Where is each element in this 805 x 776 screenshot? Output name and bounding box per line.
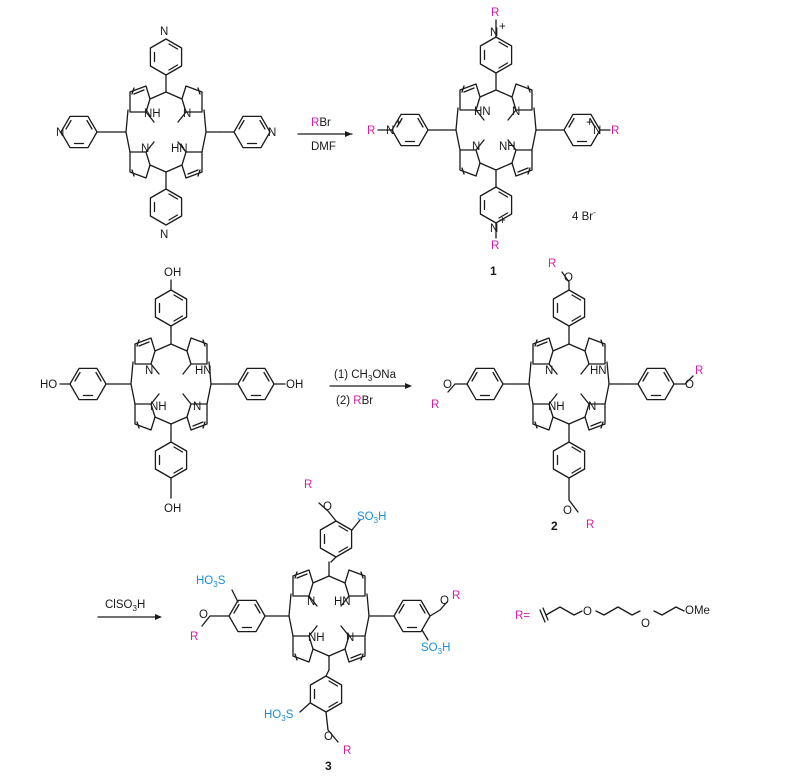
so3h-right: SO3H xyxy=(421,642,450,656)
n-plus-bottom: N xyxy=(490,223,498,235)
product-2: O R O R O R O R HN NH N N 2 xyxy=(431,258,703,533)
ho-left: HO xyxy=(40,379,57,391)
ether-o-left: O xyxy=(199,609,208,621)
r-top: R xyxy=(491,7,499,19)
pyridine-n-right: N xyxy=(268,127,276,139)
r-group-definition: R= O O OMe xyxy=(515,605,710,630)
r-bottom: R xyxy=(491,240,499,252)
oh-top: OH xyxy=(164,267,181,279)
reagent-rbr: RBr xyxy=(311,117,331,129)
nh-label: NH xyxy=(499,141,516,153)
so3h-top: SO3H xyxy=(357,511,386,525)
pyridine-n-top: N xyxy=(160,26,168,38)
plus-left: + xyxy=(395,117,402,129)
r-equals: R= xyxy=(515,610,530,622)
n-label: N xyxy=(141,143,149,155)
n-plus-top: N xyxy=(490,27,498,39)
n-label: N xyxy=(512,106,520,118)
n-label: N xyxy=(545,365,553,377)
tetrahydroxyphenylporphyrin-start: OH OH HO OH HN NH N N xyxy=(40,267,303,515)
tetrapyridylporphyrin-start: N N N N NH HN N N xyxy=(56,26,276,241)
ether-o-right: O xyxy=(440,595,449,607)
ether-o-2: O xyxy=(641,618,650,630)
r-bottom: R xyxy=(586,519,594,531)
compound-number-2: 2 xyxy=(551,519,558,533)
n-label: N xyxy=(183,108,191,120)
nh-label: NH xyxy=(150,401,167,413)
hn-label: HN xyxy=(195,365,212,377)
counterion: 4 Br- xyxy=(572,208,596,223)
n-label: N xyxy=(588,401,596,413)
ether-o-top: O xyxy=(564,272,573,284)
pyridine-n-left: N xyxy=(56,127,64,139)
n-label: N xyxy=(307,596,315,608)
n-label: N xyxy=(346,632,354,644)
r-left: R xyxy=(431,399,439,411)
oh-bottom: OH xyxy=(164,503,181,515)
n-plus-left: N xyxy=(386,125,394,137)
reaction1-arrow: RBr DMF xyxy=(297,117,353,153)
nh-label: NH xyxy=(548,401,565,413)
r-top: R xyxy=(304,479,312,491)
ether-o-top: O xyxy=(323,501,332,513)
plus-right: + xyxy=(586,117,593,129)
r-left: R xyxy=(367,125,375,137)
oh-right: OH xyxy=(286,379,303,391)
ether-o-1: O xyxy=(583,606,592,618)
ether-o-bottom: O xyxy=(324,731,333,743)
r-top: R xyxy=(548,258,556,270)
n-label: N xyxy=(193,401,201,413)
plus-bottom: + xyxy=(499,215,506,227)
step2-rbr: (2) RBr xyxy=(336,395,373,407)
r-right: R xyxy=(611,125,619,137)
r-left: R xyxy=(190,631,198,643)
r-right: R xyxy=(452,590,460,602)
ome-terminal: OMe xyxy=(685,605,710,617)
product-1: N + R N + R N + R + N R HN NH N N 4 Br- … xyxy=(367,7,619,278)
ether-o-left: O xyxy=(443,379,452,391)
hn-label: HN xyxy=(334,596,351,608)
so3h-left: HO3S xyxy=(196,575,226,589)
ether-o-right: O xyxy=(685,379,694,391)
so3h-bottom: HO3S xyxy=(264,709,294,723)
hn-label: HN xyxy=(171,143,188,155)
solvent-dmf: DMF xyxy=(311,141,336,153)
reaction2-arrow: (1) CH3ONa (2) RBr xyxy=(329,369,412,407)
plus-top: + xyxy=(499,21,506,33)
hn-label: HN xyxy=(590,365,607,377)
compound-number-3: 3 xyxy=(325,759,332,773)
pyridine-n-bottom: N xyxy=(160,229,168,241)
reaction3-arrow: ClSO3H xyxy=(97,599,162,620)
step1-ch3ona: (1) CH3ONa xyxy=(334,369,397,383)
n-label: N xyxy=(472,141,480,153)
nh-label: NH xyxy=(308,632,325,644)
ether-o-bottom: O xyxy=(563,505,572,517)
n-label: N xyxy=(145,365,153,377)
hn-label: HN xyxy=(474,106,491,118)
r-bottom: R xyxy=(343,745,351,757)
nh-label: NH xyxy=(144,108,161,120)
reagent-clso3h: ClSO3H xyxy=(105,599,145,613)
n-plus-right: N xyxy=(593,125,601,137)
r-right: R xyxy=(695,365,703,377)
compound-number-1: 1 xyxy=(490,264,497,278)
product-3: O R SO3H O R HO3S O R HO3S O R SO3H HN N… xyxy=(190,479,460,773)
